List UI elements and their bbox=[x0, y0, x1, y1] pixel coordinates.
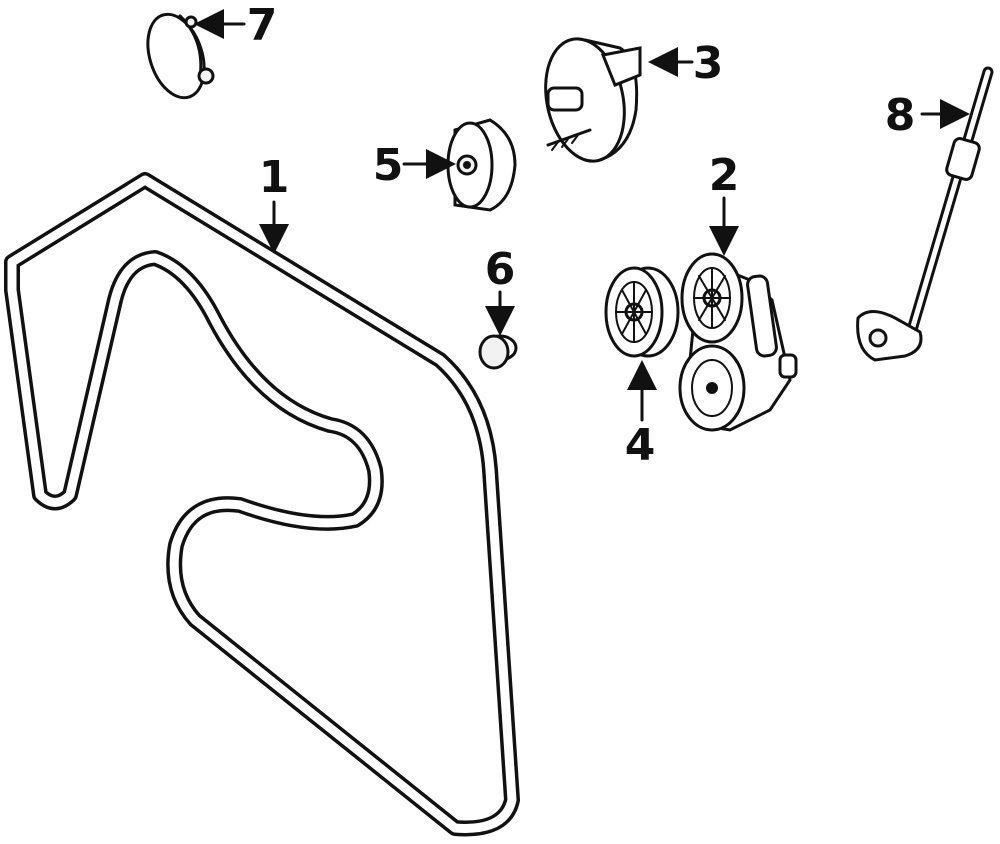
belt-tensioner-part bbox=[678, 252, 798, 432]
callout-1: 1 bbox=[259, 152, 290, 203]
callout-2: 2 bbox=[709, 150, 740, 201]
pulley-wheel-part bbox=[604, 266, 680, 358]
plug-part bbox=[478, 334, 518, 370]
callout-arrows bbox=[194, 9, 970, 422]
callout-8: 8 bbox=[885, 90, 916, 141]
callout-4: 4 bbox=[625, 420, 656, 471]
callout-7: 7 bbox=[247, 0, 278, 51]
callout-labels: 1 2 3 4 5 6 7 8 bbox=[247, 0, 916, 471]
callout-6: 6 bbox=[485, 244, 516, 295]
callout-3: 3 bbox=[693, 38, 724, 89]
callout-5: 5 bbox=[373, 140, 404, 191]
link-rod-part bbox=[856, 66, 994, 362]
pulley-bracket-part bbox=[544, 37, 642, 163]
idler-pulley-part bbox=[446, 118, 517, 212]
cap-part bbox=[146, 12, 215, 100]
serpentine-belt bbox=[4, 172, 520, 837]
